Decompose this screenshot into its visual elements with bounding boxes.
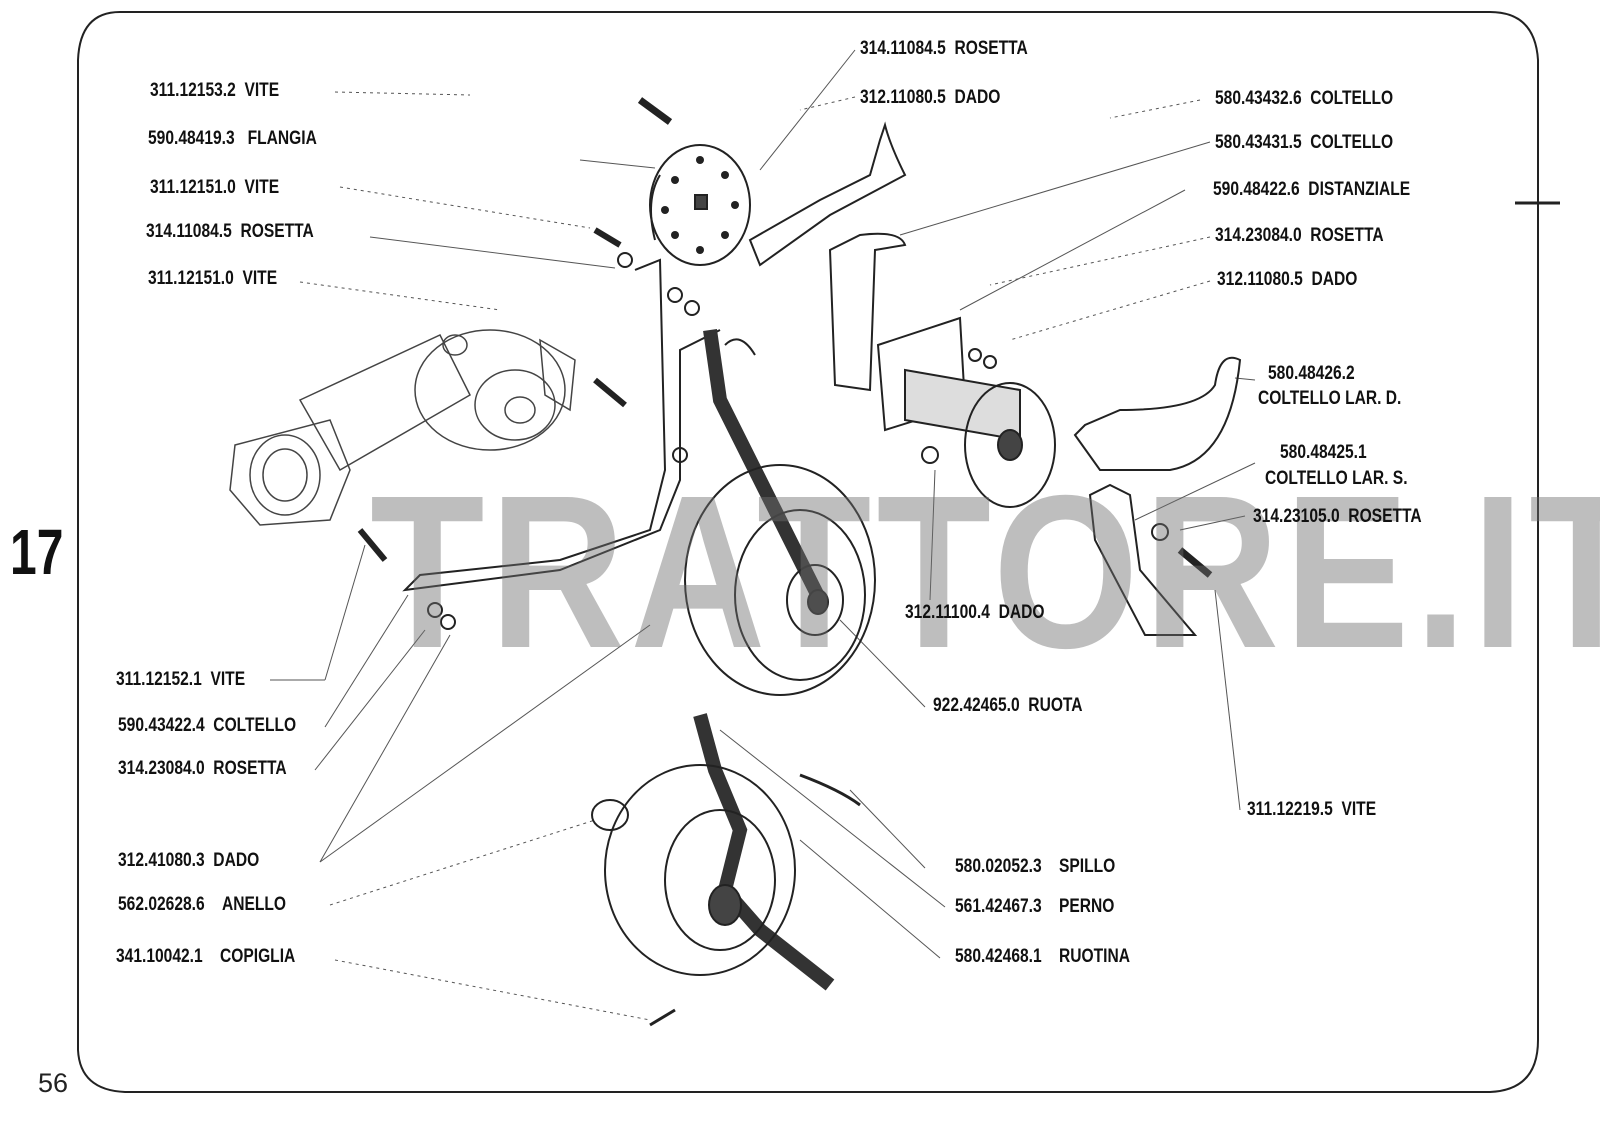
part-label: 312.41080.3 DADO — [118, 850, 260, 871]
wheel-arm-drawing — [703, 329, 827, 604]
watermark: TRATTORE.IT — [370, 451, 1600, 694]
part-label: 312.11080.5 DADO — [860, 87, 1001, 108]
part-label: 590.48422.6 DISTANZIALE — [1213, 179, 1411, 200]
part-label: 311.12152.1 VITE — [116, 669, 246, 690]
part-label: 590.48419.3 FLANGIA — [148, 128, 317, 149]
part-label: 922.42465.0 RUOTA — [933, 695, 1083, 716]
part-label: 311.12153.2 VITE — [150, 80, 280, 101]
small-wheel-drawing — [591, 713, 861, 1027]
knife-drawing — [1073, 356, 1242, 471]
bolt-drawing — [357, 528, 388, 562]
part-label-name: COLTELLO LAR. S. — [1265, 468, 1408, 489]
knife-drawing — [748, 121, 907, 267]
flange-drawing — [649, 144, 751, 266]
part-label: 311.12151.0 VITE — [150, 177, 280, 198]
bolt-drawing — [593, 227, 622, 248]
bolt-drawing — [637, 97, 673, 125]
spacer-drawing — [876, 316, 1056, 508]
part-label-name: COLTELLO LAR. D. — [1258, 388, 1402, 409]
bracket-drawing — [402, 258, 721, 592]
bolt-drawing — [1177, 547, 1213, 578]
bolt-drawing — [593, 377, 627, 408]
part-label: 312.11080.5 DADO — [1217, 269, 1358, 290]
part-label: 311.12219.5 VITE — [1247, 799, 1377, 820]
part-label-code: 580.48425.1 — [1280, 442, 1367, 463]
gearbox-drawing — [229, 329, 576, 526]
part-label: 341.10042.1 COPIGLIA — [116, 946, 296, 967]
part-label: 314.23084.0 ROSETTA — [118, 758, 287, 779]
part-label: 562.02628.6 ANELLO — [118, 894, 287, 915]
leader-lines — [270, 49, 1256, 1021]
part-label: 312.11100.4 DADO — [905, 602, 1045, 623]
part-label: 580.02052.3 SPILLO — [955, 856, 1116, 877]
part-label: 580.43432.6 COLTELLO — [1215, 88, 1394, 109]
page-border — [77, 11, 1539, 1093]
knife-drawing — [828, 232, 907, 392]
page-number: 56 — [38, 1068, 69, 1098]
part-label: 580.43431.5 COLTELLO — [1215, 132, 1394, 153]
nut-drawing — [427, 252, 1169, 630]
part-label: 314.11084.5 ROSETTA — [146, 221, 314, 242]
part-label: 561.42467.3 PERNO — [955, 896, 1115, 917]
part-label: 314.11084.5 ROSETTA — [860, 38, 1028, 59]
part-label: 311.12151.0 VITE — [148, 268, 278, 289]
part-label: 314.23105.0 ROSETTA — [1253, 506, 1422, 527]
part-label: 590.43422.4 COLTELLO — [118, 715, 297, 736]
wheel-drawing — [684, 464, 876, 696]
part-label: 580.42468.1 RUOTINA — [955, 946, 1130, 967]
part-label-code: 580.48426.2 — [1268, 363, 1355, 384]
part-label: 314.23084.0 ROSETTA — [1215, 225, 1384, 246]
knife-drawing — [1088, 483, 1198, 636]
section-number: 17 — [10, 516, 64, 588]
